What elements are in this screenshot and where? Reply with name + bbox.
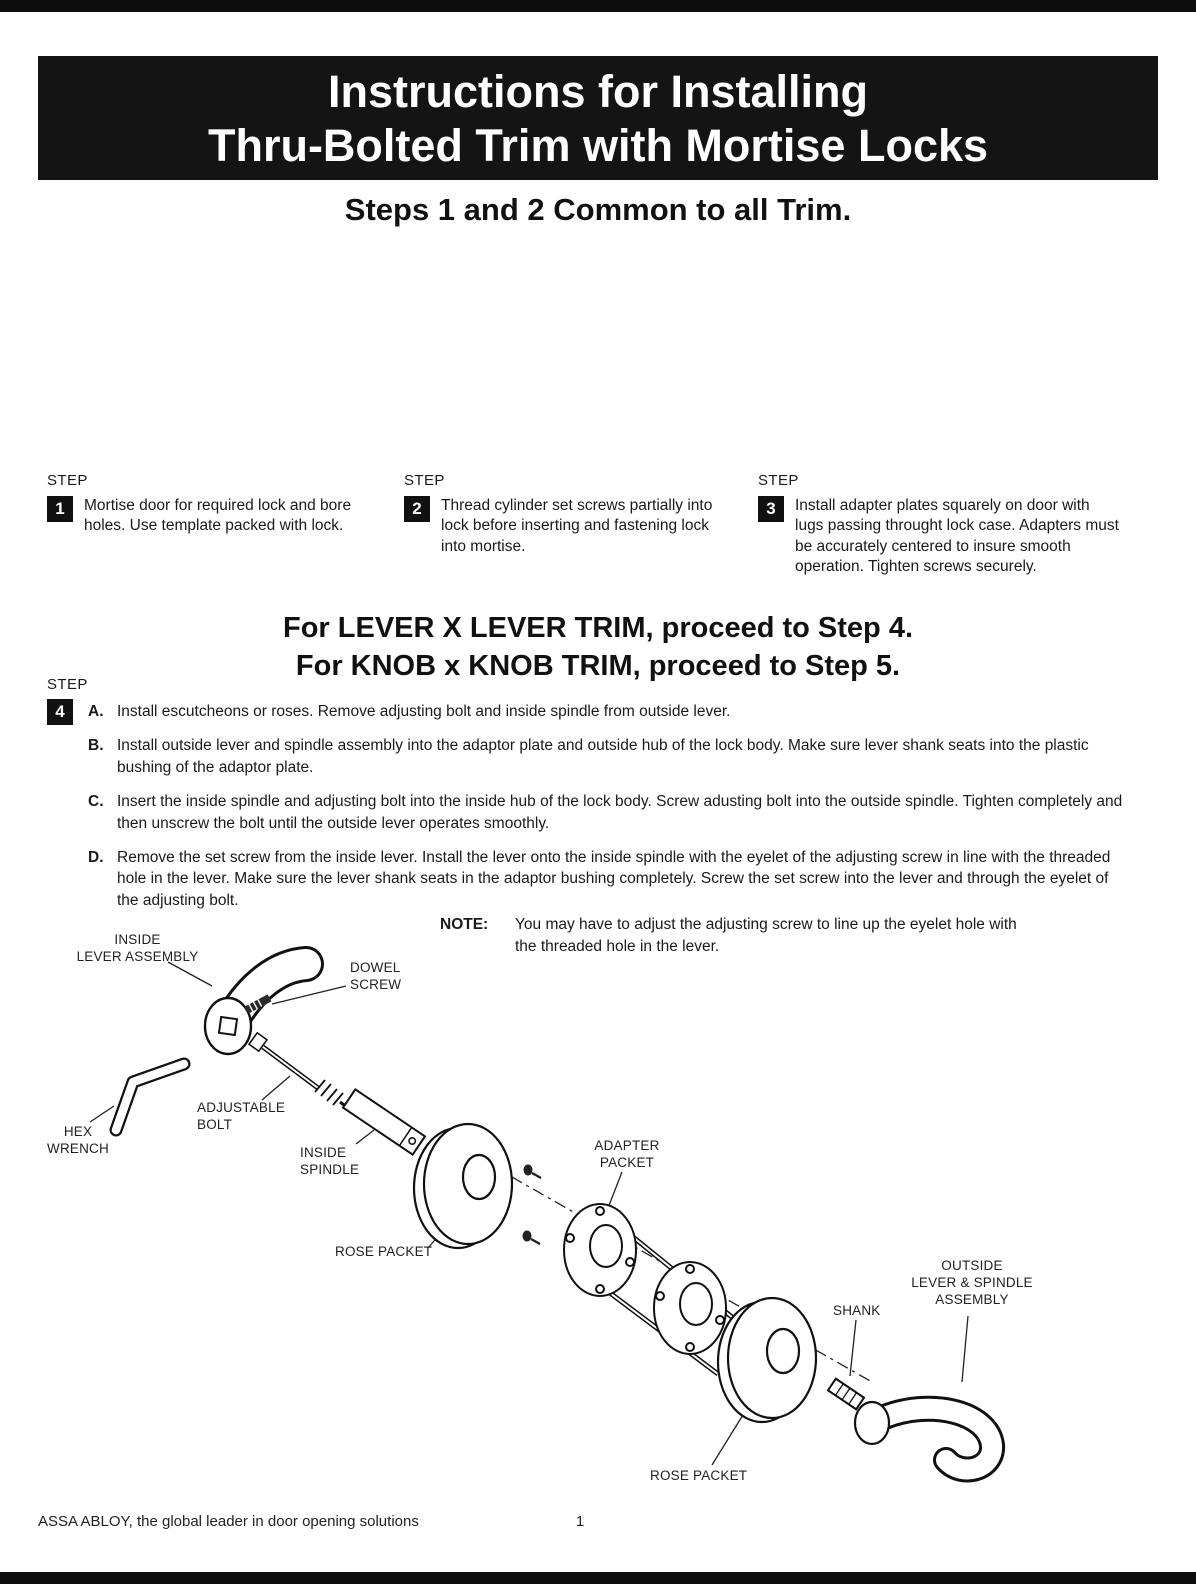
step-4-item-d: D. Remove the set screw from the inside … (88, 847, 1128, 911)
item-c-letter: C. (88, 793, 104, 811)
label-inside-spindle: INSIDE SPINDLE (300, 1145, 360, 1177)
step-3-text: Install adapter plates squarely on door … (795, 497, 1119, 576)
step-3-label: STEP (758, 472, 799, 489)
label-hex-wrench: HEX WRENCH (47, 1124, 109, 1156)
outside-lever-assembly-drawing (853, 1395, 1005, 1483)
step-1-text: Mortise door for required lock and bore … (84, 497, 352, 535)
inside-lever-assembly-drawing (203, 946, 324, 1056)
item-b-text: Install outside lever and spindle assemb… (117, 737, 1089, 776)
exploded-parts-drawing (89, 946, 1005, 1483)
item-b-letter: B. (88, 737, 104, 755)
note-text: You may have to adjust the adjusting scr… (515, 916, 1017, 955)
item-a-letter: A. (88, 703, 104, 720)
title-banner: Instructions for Installing Thru-Bolted … (38, 56, 1158, 180)
shank-drawing (826, 1377, 866, 1411)
inside-spindle-drawing (341, 1088, 427, 1156)
title-line-1: Instructions for Installing (327, 66, 869, 117)
step-2-label: STEP (404, 472, 445, 489)
step-2-text: Thread cylinder set screws partially int… (441, 497, 713, 555)
label-rose-packet-left: ROSE PACKET (335, 1244, 433, 1259)
step-1-number-badge: 1 (47, 496, 73, 522)
trim-routing-line-1: For LEVER X LEVER TRIM, proceed to Step … (282, 612, 914, 644)
step-4-items: A. Install escutcheons or roses. Remove … (88, 701, 1128, 924)
step-2-number-badge: 2 (404, 496, 430, 522)
step-1-label: STEP (47, 472, 88, 489)
label-rose-packet-right: ROSE PACKET (650, 1468, 748, 1483)
trim-routing-line-2: For KNOB x KNOB TRIM, proceed to Step 5. (295, 649, 901, 682)
subtitle: Steps 1 and 2 Common to all Trim. (344, 192, 852, 227)
top-edge-bar (0, 0, 1196, 12)
label-inside-lever-assembly: INSIDE LEVER ASSEMBLY (76, 932, 199, 964)
step-4-item-c: C. Insert the inside spindle and adjusti… (88, 791, 1128, 834)
step-4-item-a: A. Install escutcheons or roses. Remove … (88, 701, 1128, 722)
bottom-edge-bar (0, 1572, 1196, 1584)
dowel-screw-drawing (244, 994, 272, 1014)
adapter-packet-drawing (563, 1203, 740, 1376)
trim-routing-heading: For LEVER X LEVER TRIM, proceed to Step … (0, 610, 1196, 685)
hex-wrench-drawing (109, 1057, 191, 1137)
step-4-number-badge: 4 (47, 699, 73, 725)
item-c-text: Insert the inside spindle and adjusting … (117, 793, 1123, 832)
step-4-label: STEP (47, 676, 88, 693)
step-2-block: STEP 2 Thread cylinder set screws partia… (404, 472, 736, 557)
rose-packet-right-drawing (716, 1296, 818, 1424)
step-4-item-b: B. Install outside lever and spindle ass… (88, 735, 1128, 778)
item-a-text: Install escutcheons or roses. Remove adj… (117, 703, 731, 720)
note-label: NOTE: (440, 916, 489, 933)
rose-packet-left-drawing (412, 1122, 514, 1250)
title-line-2: Thru-Bolted Trim with Mortise Locks (207, 120, 989, 171)
step-3-block: STEP 3 Install adapter plates squarely o… (758, 472, 1120, 578)
step-1-block: STEP 1 Mortise door for required lock an… (47, 472, 369, 537)
page-number: 1 (575, 1513, 585, 1530)
item-d-text: Remove the set screw from the inside lev… (117, 848, 1111, 909)
item-d-letter: D. (88, 848, 104, 866)
label-adjustable-bolt: ADJUSTABLE BOLT (197, 1100, 286, 1132)
note-block: NOTE: You may have to adjust the adjusti… (440, 914, 1040, 957)
footer-brand-tagline: ASSA ABLOY, the global leader in door op… (38, 1513, 419, 1530)
leader-lines (89, 961, 969, 1466)
step-3-number-badge: 3 (758, 496, 784, 522)
exploded-parts-diagram: INSIDE LEVER ASSEMBLY DOWEL SCREW ADJUST… (0, 920, 1196, 1520)
label-adapter-packet: ADAPTER PACKET (594, 1138, 660, 1170)
label-outside-lever-spindle-assembly: OUTSIDE LEVER & SPINDLE ASSEMBLY (911, 1258, 1033, 1307)
label-dowel-screw: DOWEL SCREW (350, 960, 402, 992)
mounting-screws-drawing (522, 1164, 542, 1246)
label-shank: SHANK (833, 1303, 881, 1318)
